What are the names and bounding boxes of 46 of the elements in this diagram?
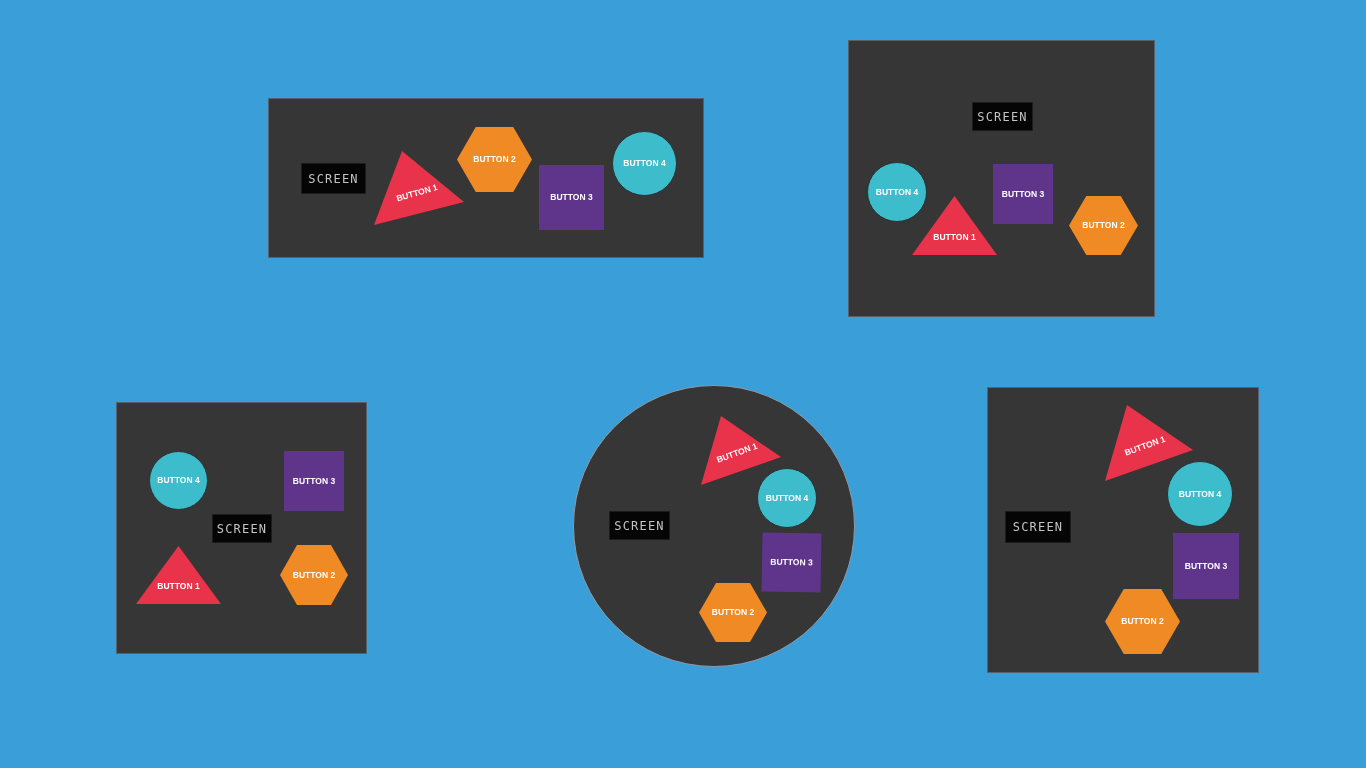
hexagon-shape [280, 545, 348, 605]
shape-label: BUTTON 4 [157, 476, 200, 485]
device-panel [987, 387, 1259, 673]
screen-display [1005, 511, 1071, 543]
shape-label: BUTTON 3 [1001, 189, 1045, 199]
shape-label: BUTTON 2 [473, 155, 516, 164]
screen-display [212, 514, 272, 543]
screen-display [972, 102, 1033, 131]
hexagon-shape [1105, 589, 1180, 654]
device-panel [268, 98, 704, 258]
screen-label: SCREEN [977, 110, 1028, 123]
square-shape [539, 165, 604, 230]
shape-label: BUTTON 2 [1121, 617, 1164, 626]
device-panel [116, 402, 367, 654]
device-panel [848, 40, 1155, 317]
hexagon-shape [457, 127, 532, 192]
hexagon-shape [699, 583, 767, 642]
triangle-shape [374, 151, 464, 225]
screen-label: SCREEN [216, 522, 268, 535]
screen-display [609, 511, 670, 540]
square-shape [993, 164, 1053, 224]
screen-display [301, 163, 366, 194]
triangle-shape [912, 196, 997, 255]
shape-label: BUTTON 2 [711, 608, 755, 617]
shape-label: BUTTON 2 [1082, 221, 1125, 230]
shape-label: BUTTON 1 [933, 232, 976, 242]
shape-label: BUTTON 3 [550, 193, 593, 202]
hexagon-shape [1069, 196, 1138, 255]
triangle-shape [136, 546, 221, 604]
triangle-shape [1105, 405, 1193, 481]
shape-label: BUTTON 4 [623, 159, 666, 168]
shape-label: BUTTON 3 [292, 476, 336, 486]
screen-label: SCREEN [1012, 521, 1064, 533]
screen-label: SCREEN [614, 519, 665, 532]
shape-label: BUTTON 3 [1184, 561, 1228, 571]
square-shape [284, 451, 344, 511]
shape-label: BUTTON 4 [875, 187, 919, 197]
triangle-shape [701, 416, 781, 485]
shape-label: BUTTON 2 [292, 570, 336, 580]
square-shape [761, 532, 822, 593]
shape-label: BUTTON 4 [1178, 489, 1222, 499]
square-shape [1173, 533, 1239, 599]
shape-label: BUTTON 1 [157, 581, 200, 591]
shape-label: BUTTON 4 [765, 493, 809, 503]
screen-label: SCREEN [308, 172, 359, 185]
shape-label: BUTTON 3 [770, 557, 813, 568]
